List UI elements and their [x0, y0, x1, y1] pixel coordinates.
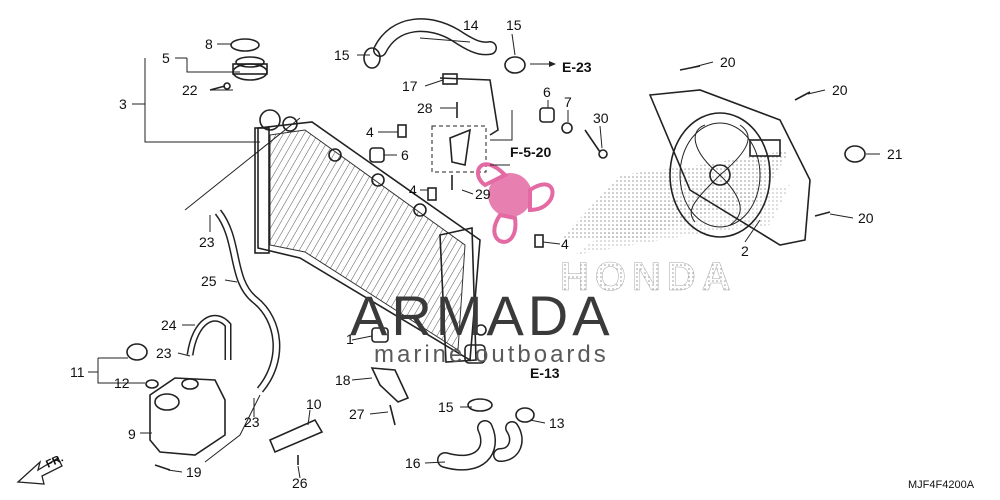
honda-wing-watermark: HONDA	[560, 150, 790, 299]
overflow-hose	[214, 209, 281, 393]
callout-29: 29	[475, 186, 491, 202]
callout-20-a: 20	[720, 54, 736, 70]
honda-watermark-text: HONDA	[560, 255, 737, 299]
reference-e23: E-23	[562, 59, 592, 75]
callout-6-a: 6	[401, 147, 409, 163]
callout-13: 13	[549, 415, 565, 431]
watermark-subtitle: marine outboards	[374, 341, 609, 368]
callout-24: 24	[161, 317, 177, 333]
callout-11: 11	[70, 364, 85, 380]
callout-23-c: 23	[244, 414, 260, 430]
callout-4-b: 4	[409, 182, 417, 198]
callout-10: 10	[306, 396, 322, 412]
catalog-code: MJF4F4200A	[908, 479, 975, 491]
callout-21: 21	[887, 146, 903, 162]
callout-20-c: 20	[858, 210, 874, 226]
mount-bracket	[431, 73, 499, 190]
reference-e13: E-13	[530, 365, 560, 381]
front-direction-label: FR.	[44, 452, 65, 470]
callout-8: 8	[205, 36, 213, 52]
upper-hose	[363, 18, 526, 74]
reserve-tank-hose	[186, 314, 232, 360]
radiator	[254, 109, 487, 364]
callout-23-a: 23	[199, 234, 215, 250]
callout-28: 28	[417, 100, 433, 116]
callout-9: 9	[128, 426, 136, 442]
callout-30: 30	[593, 110, 609, 126]
reference-f520: F-5-20	[510, 144, 551, 160]
callout-6-b: 6	[543, 84, 551, 100]
callout-2: 2	[741, 243, 749, 259]
callout-4-c: 4	[561, 236, 569, 252]
callout-18: 18	[335, 372, 351, 388]
callout-5: 5	[162, 50, 170, 66]
callout-19: 19	[186, 464, 202, 480]
tank-bracket	[154, 404, 396, 471]
callout-22: 22	[182, 82, 198, 98]
leader-lines	[88, 33, 880, 479]
lower-hose	[437, 398, 535, 471]
screw-22	[209, 82, 231, 91]
callout-15-b: 15	[334, 47, 350, 63]
callout-3: 3	[119, 96, 127, 112]
callout-20-b: 20	[832, 82, 848, 98]
reserve-tank	[126, 343, 226, 456]
callout-25: 25	[201, 273, 217, 289]
callout-23-b: 23	[156, 345, 172, 361]
front-direction-arrow: FR.	[16, 452, 65, 485]
armada-propeller-logo	[475, 162, 555, 244]
callout-1: 1	[346, 331, 354, 347]
callout-14: 14	[463, 17, 479, 33]
cooling-fan	[648, 65, 866, 246]
callout-16: 16	[405, 455, 421, 471]
callout-27: 27	[349, 406, 365, 422]
callout-15-a: 15	[506, 17, 522, 33]
radiator-cap	[230, 38, 268, 81]
callout-7: 7	[564, 94, 572, 110]
lower-bracket	[370, 327, 410, 403]
callout-4-a: 4	[366, 124, 374, 140]
callout-17: 17	[402, 78, 418, 94]
callout-26: 26	[292, 475, 308, 491]
callout-15-c: 15	[438, 399, 454, 415]
watermark-title: ARMADA	[350, 284, 614, 347]
callout-12: 12	[114, 375, 130, 391]
